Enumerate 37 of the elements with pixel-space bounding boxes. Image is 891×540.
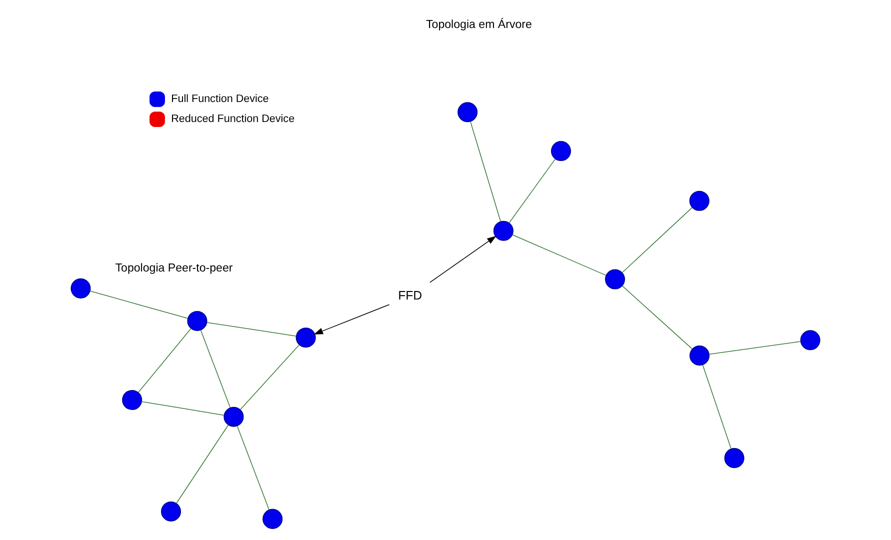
node-text: FFD [398,288,422,302]
node-circle [70,278,91,298]
node-circle [122,390,142,410]
label: Topologia Peer-to-peer [115,262,233,275]
node-circle [296,328,316,348]
connector [90,290,188,319]
connector [176,424,229,504]
node-circle [224,406,244,427]
connector [622,207,693,273]
connector [508,158,556,224]
label: Topologia em Árvore [426,18,532,31]
connector [206,322,297,336]
node-circle [262,508,283,529]
connector [708,341,801,355]
node-circle [605,269,626,290]
connector [240,344,300,410]
node-circle [493,220,514,241]
arrow [430,236,496,283]
node-circle [187,310,208,331]
connector [200,330,231,408]
connector [141,401,224,416]
node-circle [690,346,710,366]
node-circle [800,330,820,350]
arrow [314,304,390,334]
connector [622,285,693,350]
connector [236,426,270,510]
node-circle [458,102,478,122]
node-circle [689,190,710,211]
node-circle [724,448,744,468]
node-circle [160,501,182,522]
legend-label: Full Function Device [171,93,269,106]
connector [512,234,606,276]
legend-label: Reduced Function Device [171,113,295,126]
connector [138,328,192,393]
connector [470,121,502,222]
connector [702,364,732,450]
node-circle [550,141,572,162]
